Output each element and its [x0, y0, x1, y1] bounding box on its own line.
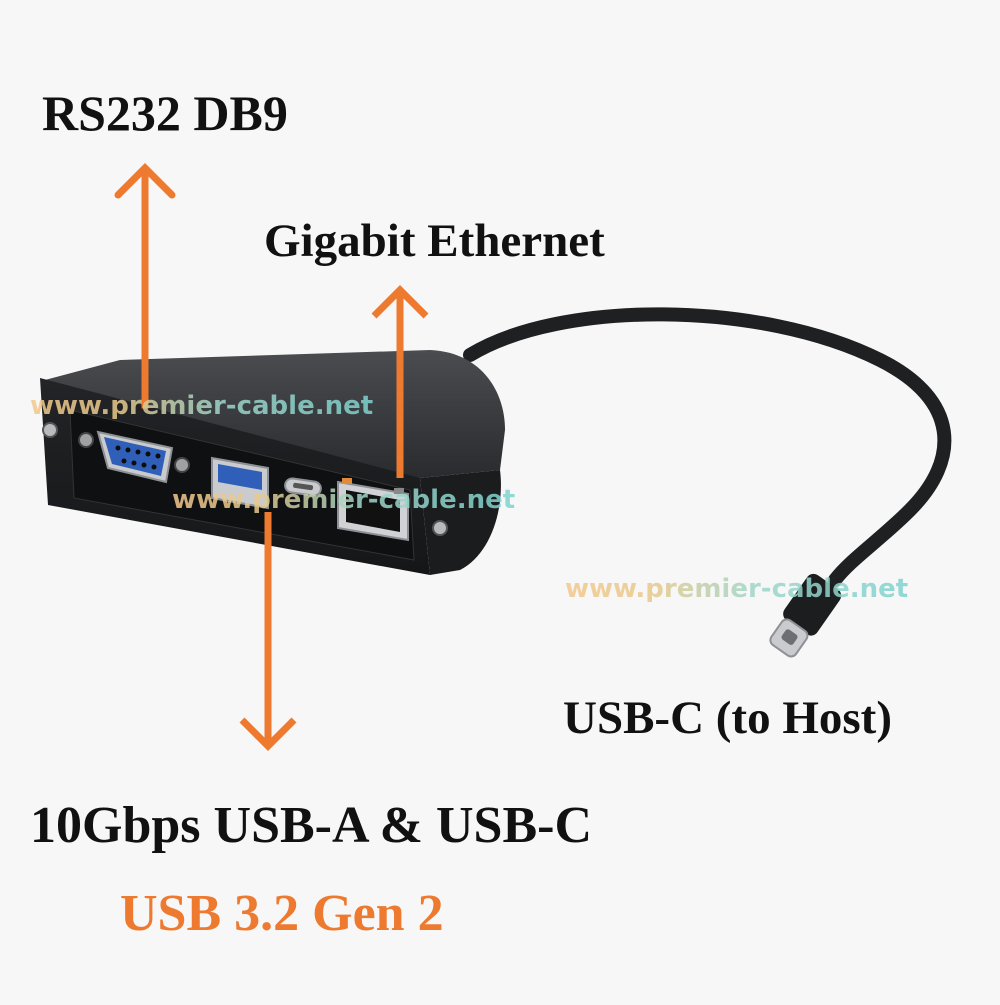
- label-rs232: RS232 DB9: [42, 85, 288, 141]
- label-usbc-host: USB-C (to Host): [563, 692, 892, 744]
- label-usb-speed: 10Gbps USB-A & USB-C: [30, 797, 593, 854]
- rj45-port: [337, 478, 409, 542]
- arrow-ethernet: [371, 285, 429, 478]
- hub-top: [45, 350, 505, 478]
- arrow-rs232: [114, 163, 176, 409]
- label-usb-gen: USB 3.2 Gen 2: [120, 885, 444, 942]
- usb-a-port: [211, 456, 269, 510]
- watermark-left: www.premier-cable.net: [30, 391, 374, 421]
- usbc-plug: [769, 573, 842, 658]
- watermark-center: www.premier-cable.net: [172, 485, 516, 515]
- hub-side: [420, 470, 501, 575]
- arrow-usb: [239, 512, 297, 751]
- db9-port: [96, 430, 174, 484]
- watermark-right: www.premier-cable.net: [565, 574, 909, 604]
- usb-c-port: [284, 477, 322, 497]
- label-ethernet: Gigabit Ethernet: [264, 215, 605, 267]
- cable: [463, 307, 952, 587]
